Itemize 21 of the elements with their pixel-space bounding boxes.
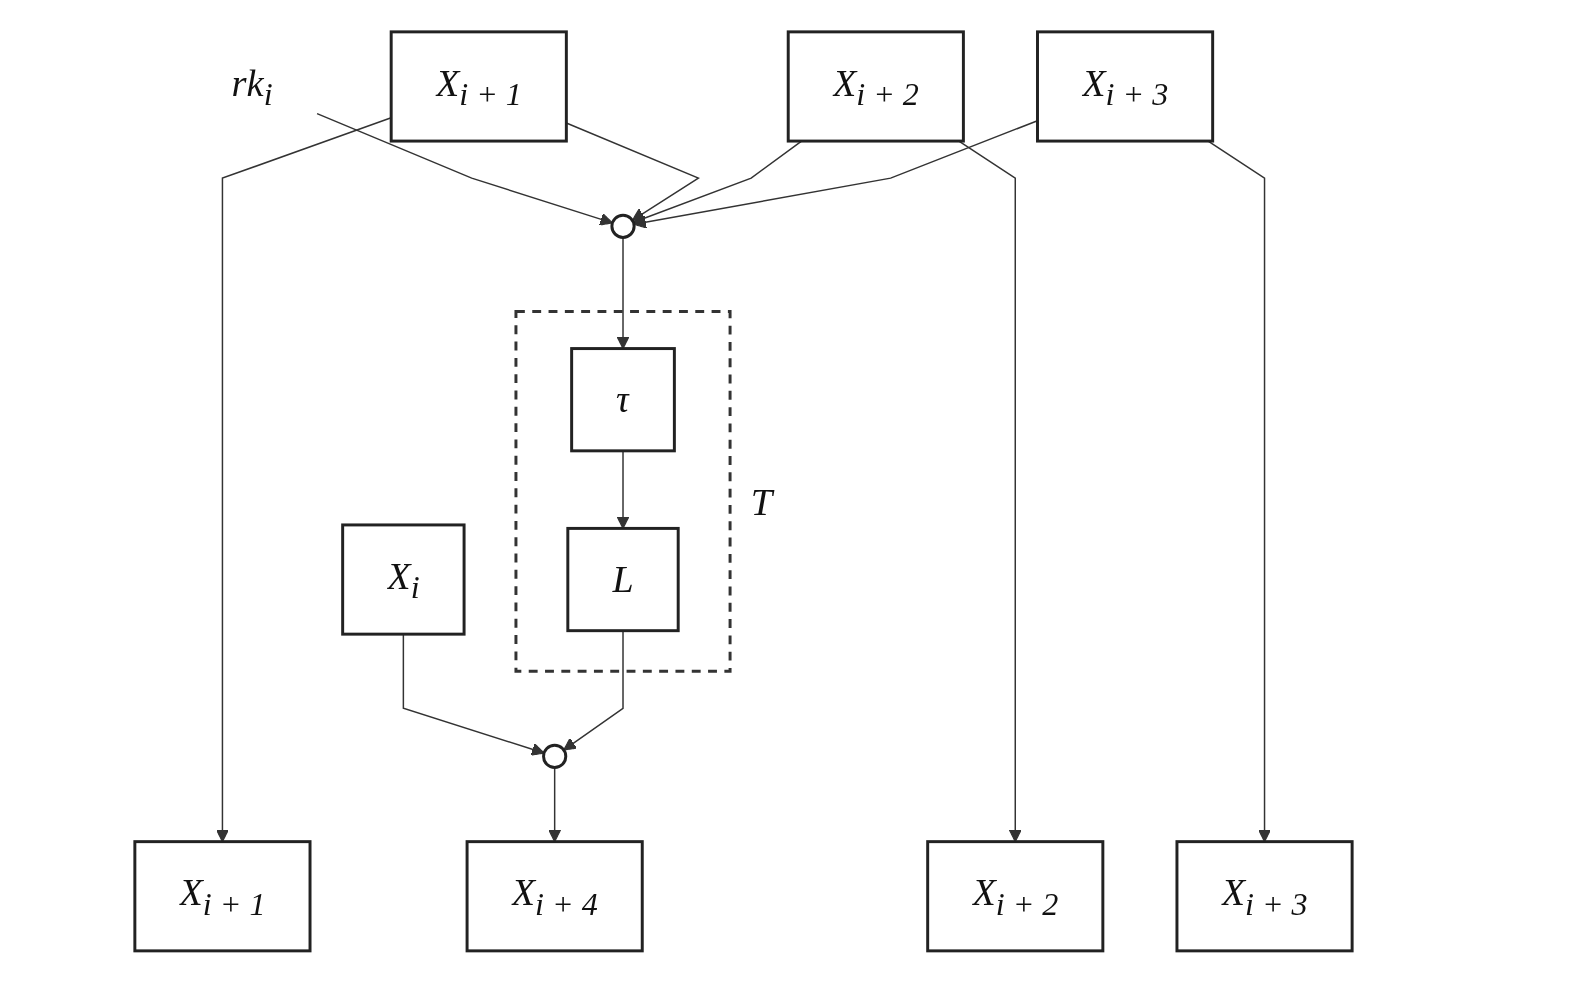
arrow	[565, 121, 700, 221]
node-box: X$_{i + 1}$	[132, 839, 312, 952]
node-box: X$_{i + 3}$	[1175, 839, 1354, 952]
node-box: X$_{i}$	[340, 523, 466, 636]
node-box: X$_{i + 3}$	[1035, 30, 1214, 143]
node-box: X$_{i + 4}$	[465, 839, 644, 952]
node-text: rk$_{i}$	[231, 61, 273, 112]
arrow	[402, 633, 545, 756]
node-box: X$_{i + 2}$	[925, 839, 1104, 952]
arrow	[315, 112, 613, 226]
arrow	[632, 119, 1038, 229]
node-box: L	[565, 526, 680, 632]
node-box: X$_{i + 2}$	[786, 30, 965, 143]
arrow	[616, 236, 630, 349]
arrow	[547, 766, 561, 842]
node-circle	[609, 213, 636, 239]
cluster	[514, 309, 732, 673]
node-box: X$_{i + 1}$	[389, 30, 568, 143]
node-circle	[541, 743, 567, 769]
node-box: τ	[569, 346, 676, 452]
node-label: T	[750, 480, 772, 524]
